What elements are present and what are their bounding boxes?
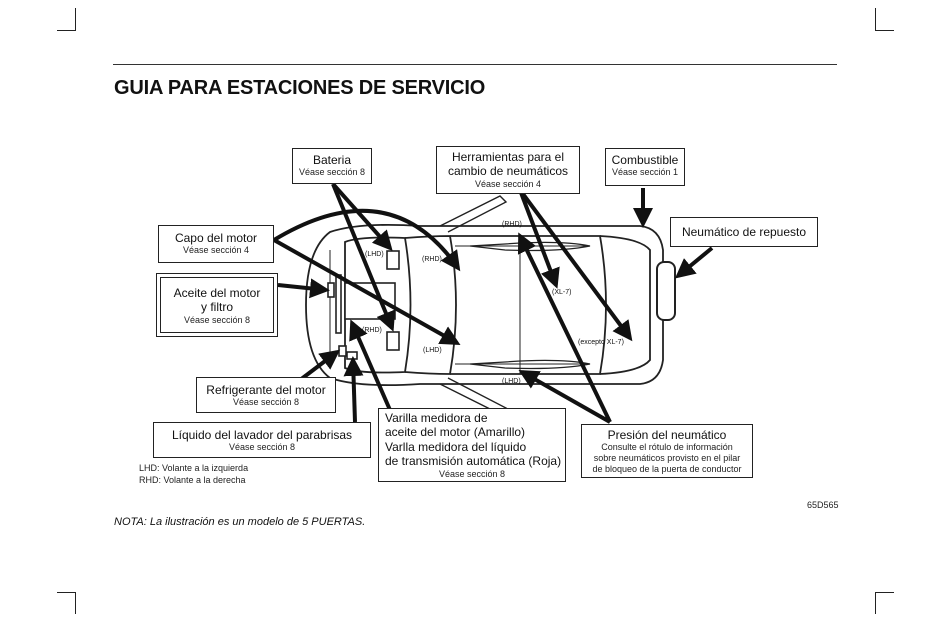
callout-lavador-sub: Véase sección 8 [228,442,296,453]
callout-arrows [272,182,714,424]
callout-herramientas: Herramientas para el cambio de neumático… [436,146,580,194]
page-title: GUIA PARA ESTACIONES DE SERVICIO [114,77,486,99]
callout-combustible: Combustible Véase sección 1 [605,148,685,186]
callout-neumatico-repuesto-title: Neumático de repuesto [681,225,807,239]
label-rhd-1: (RHD) [422,256,442,263]
callout-refrigerante-sub: Véase sección 8 [232,397,300,408]
callout-aceite-title-1: Aceite del motor [173,286,261,300]
label-rhd-2: (RHD) [502,221,522,228]
callout-refrigerante: Refrigerante del motor Véase sección 8 [196,377,336,413]
crop-mark-bottom-right [875,592,876,614]
crop-mark-top-right [875,8,876,30]
legend-rhd: RHD: Volante a la derecha [139,475,246,486]
spare-tire [656,261,676,321]
callout-capo-sub: Véase sección 4 [182,245,250,256]
callout-herramientas-title-2: cambio de neumáticos [447,164,569,179]
callout-varilla-line-2: aceite del motor (Amarillo) [385,425,526,440]
callout-bateria: Bateria Véase sección 8 [292,148,372,184]
crop-mark-top-left [57,30,76,31]
callout-aceite-title-2: y filtro [200,300,233,315]
callout-presion-sub-2: sobre neumáticos provisto en el pilar [593,453,741,464]
engine-components [327,250,400,360]
crop-mark-top-left [75,8,76,30]
callout-varilla-sub: Véase sección 8 [438,468,506,479]
callout-herramientas-sub: Véase sección 4 [474,178,542,189]
legend: LHD: Volante a la izquierda RHD: Volante… [139,462,248,486]
label-lhd-3: (LHD) [502,378,521,385]
crop-mark-bottom-left [57,592,76,593]
label-rhd-3: (RHD) [362,327,382,334]
callout-presion-title: Presión del neumático [607,428,727,442]
callout-combustible-title: Combustible [611,153,679,167]
figure-code: 65D565 [807,500,839,510]
label-excepto-xl7: (excepto XL-7) [578,339,624,346]
footnote: NOTA: La ilustración es un modelo de 5 P… [114,516,366,528]
label-lhd-2: (LHD) [423,347,442,354]
callout-varilla-line-1: Varilla medidora de [385,411,488,425]
callout-presion-sub-3: de bloqueo de la puerta de conductor [592,463,742,474]
callout-refrigerante-title: Refrigerante del motor [206,383,326,397]
callout-herramientas-title-1: Herramientas para el [451,150,565,164]
callout-aceite: Aceite del motor y filtro Véase sección … [156,273,278,337]
callout-combustible-sub: Véase sección 1 [611,167,679,178]
callout-capo-title: Capo del motor [174,231,258,245]
callout-varilla-line-3: Varlla medidora del líquido [385,439,527,454]
callout-varilla: Varilla medidora de aceite del motor (Am… [378,408,566,482]
callout-presion-sub-1: Consulte el rótulo de información [601,442,733,453]
callout-lavador: Líquido del lavador del parabrisas Véase… [153,422,371,458]
callout-aceite-sub: Véase sección 8 [183,314,251,325]
crop-mark-bottom-right [875,592,894,593]
header-rule [113,64,837,65]
legend-lhd: LHD: Volante a la izquierda [139,463,249,473]
callout-capo: Capo del motor Véase sección 4 [158,225,274,263]
label-lhd-battery: (LHD) [365,251,384,258]
callout-neumatico-repuesto: Neumático de repuesto [670,217,818,247]
crop-mark-top-right [875,30,894,31]
label-xl7: (XL-7) [552,289,571,296]
callout-bateria-title: Bateria [312,153,352,167]
callout-lavador-title: Líquido del lavador del parabrisas [171,428,353,442]
crop-mark-bottom-left [75,592,76,614]
callout-presion: Presión del neumático Consulte el rótulo… [581,424,753,478]
callout-bateria-sub: Véase sección 8 [298,167,366,178]
callout-varilla-line-4: de transmisión automática (Roja) [385,454,562,469]
